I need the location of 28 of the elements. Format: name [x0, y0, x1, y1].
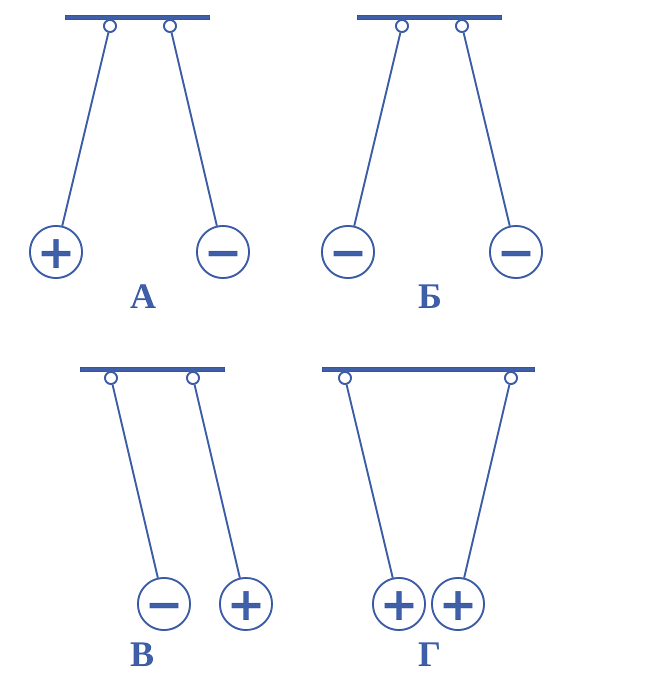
- pivot-point: [103, 19, 117, 33]
- thread: [170, 32, 218, 226]
- pivot-point: [104, 371, 118, 385]
- pivot-point: [504, 371, 518, 385]
- charged-ball: +: [219, 577, 273, 631]
- charged-ball: +: [431, 577, 485, 631]
- panel-label: А: [130, 278, 156, 314]
- charged-ball: +: [29, 225, 83, 279]
- charged-ball: −: [489, 225, 543, 279]
- charged-ball: −: [321, 225, 375, 279]
- thread: [194, 384, 241, 578]
- pivot-point: [163, 19, 177, 33]
- pivot-point: [186, 371, 200, 385]
- thread: [353, 32, 402, 226]
- thread: [346, 384, 394, 578]
- charged-ball: −: [196, 225, 250, 279]
- thread: [112, 384, 159, 578]
- pivot-point: [395, 19, 409, 33]
- thread: [462, 32, 511, 226]
- panel-label: В: [130, 636, 154, 672]
- thread: [61, 32, 110, 226]
- charged-ball: −: [137, 577, 191, 631]
- thread: [463, 384, 510, 578]
- pivot-point: [338, 371, 352, 385]
- panel-label: Г: [418, 636, 441, 672]
- charged-ball: +: [372, 577, 426, 631]
- panel-label: Б: [418, 278, 442, 314]
- pivot-point: [455, 19, 469, 33]
